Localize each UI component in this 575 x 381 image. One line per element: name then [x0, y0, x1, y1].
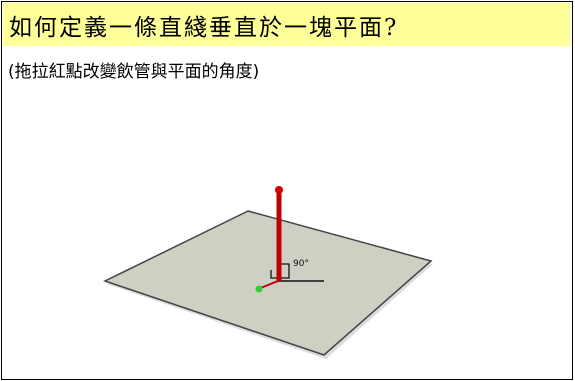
page-title: 如何定義一條直綫垂直於一塊平面?: [9, 14, 399, 41]
instruction-text: (拖拉紅點改變飲管與平面的角度): [8, 62, 260, 82]
green-base-point-icon[interactable]: [255, 285, 263, 293]
title-bar: 如何定義一條直綫垂直於一塊平面?: [3, 3, 570, 46]
red-drag-handle-icon[interactable]: [275, 186, 283, 194]
